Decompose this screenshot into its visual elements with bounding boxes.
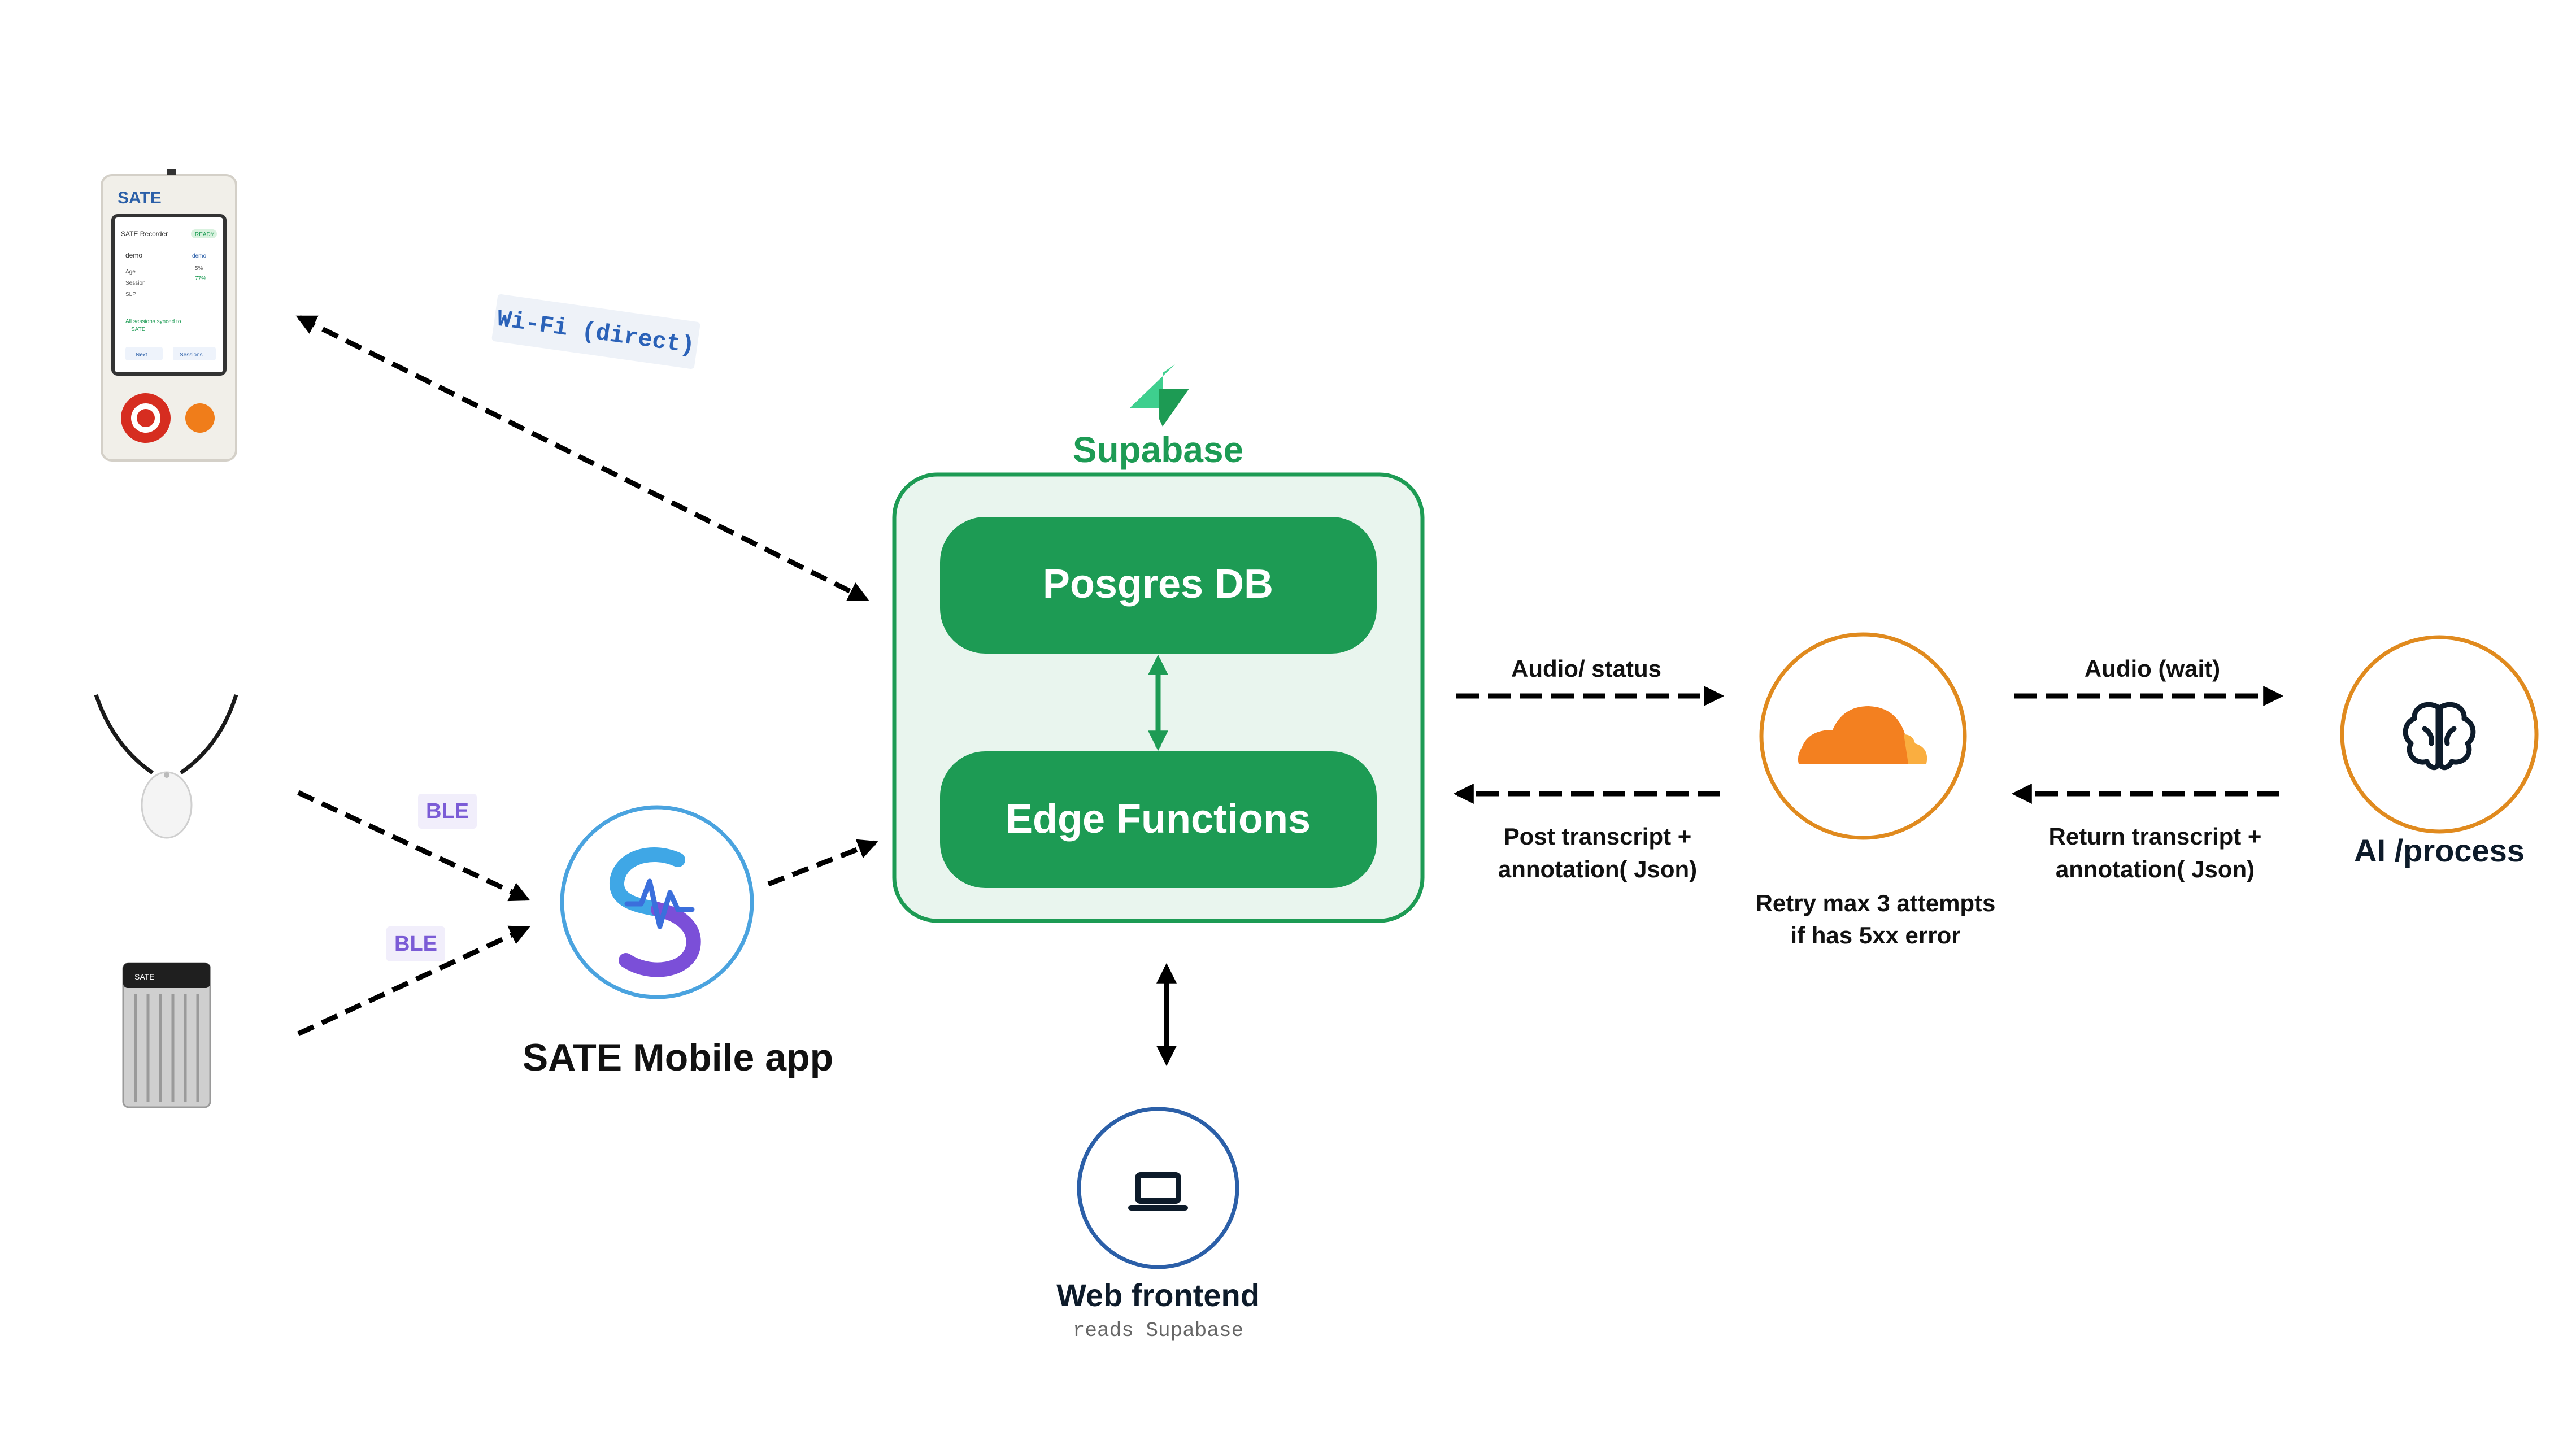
return-transcript-line1: Return transcript + <box>2049 823 2262 850</box>
device-next-button: Next <box>136 352 147 358</box>
device-status-badge: READY <box>195 232 215 238</box>
device-screen-title: SATE Recorder <box>121 230 168 238</box>
ble-label-bottom: BLE <box>394 932 437 956</box>
ai-process-label: AI /process <box>2354 833 2525 868</box>
ai-process-node <box>2340 635 2539 834</box>
device-row-age-value: 5% <box>195 266 203 272</box>
laptop-icon <box>1128 1172 1188 1211</box>
web-frontend-subtitle: reads Supabase <box>1073 1319 1243 1342</box>
return-transcript-line2: annotation( Json) <box>2056 856 2255 882</box>
post-transcript-line1: Post transcript + <box>1504 823 1692 850</box>
cloudflare-cloud-icon <box>1798 706 1927 764</box>
supabase-bolt-icon <box>1130 364 1189 427</box>
audio-status-label: Audio/ status <box>1511 655 1661 682</box>
device-row-slp: SLP <box>125 291 136 298</box>
edge-functions-label: Edge Functions <box>1006 797 1311 842</box>
retry-line1: Retry max 3 attempts <box>1756 890 1996 916</box>
device-synced-line2: SATE <box>131 327 146 333</box>
wifi-label: Wi-Fi (direct) <box>491 294 700 369</box>
app-to-supabase-arrow <box>767 839 878 887</box>
web-frontend-node <box>1077 1107 1239 1269</box>
device-row-session-value: 77% <box>195 276 206 282</box>
device-user-value: demo <box>192 253 206 259</box>
pendant-necklace-icon <box>94 694 238 839</box>
postgres-db-node: Posgres DB <box>940 517 1377 654</box>
sate-mobile-app-node <box>560 805 754 999</box>
device-row-age: Age <box>125 269 136 275</box>
device-row-session: Session <box>125 280 146 286</box>
edge-functions-node: Edge Functions <box>940 751 1377 888</box>
device-synced-line1: All sessions synced to <box>125 319 181 325</box>
device-sessions-button: Sessions <box>180 352 203 358</box>
audio-wait-label: Audio (wait) <box>2085 655 2220 682</box>
supabase-title: Supabase <box>1073 429 1243 470</box>
sate-recorder-device: SATE SATE Recorder READY demo demo Age 5… <box>101 169 237 462</box>
ble-arrow-bottom <box>297 925 530 1037</box>
brain-icon <box>2403 702 2476 771</box>
ble-arrow-top <box>297 790 530 902</box>
device-user-name: demo <box>125 251 142 259</box>
device-brand: SATE <box>118 189 162 207</box>
wifi-arrow <box>295 315 869 602</box>
post-transcript-line2: annotation( Json) <box>1498 856 1697 882</box>
web-frontend-title: Web frontend <box>1056 1277 1260 1313</box>
retry-line2: if has 5xx error <box>1790 922 1960 948</box>
mobile-app-label: SATE Mobile app <box>523 1036 833 1079</box>
cloudflare-node <box>1759 632 1967 840</box>
postgres-db-label: Posgres DB <box>1043 562 1273 607</box>
ble-label-top: BLE <box>426 799 469 823</box>
ribbed-recorder-box: SATE <box>122 962 211 1108</box>
box-brand: SATE <box>134 972 155 981</box>
sate-app-logo-icon <box>610 847 701 977</box>
